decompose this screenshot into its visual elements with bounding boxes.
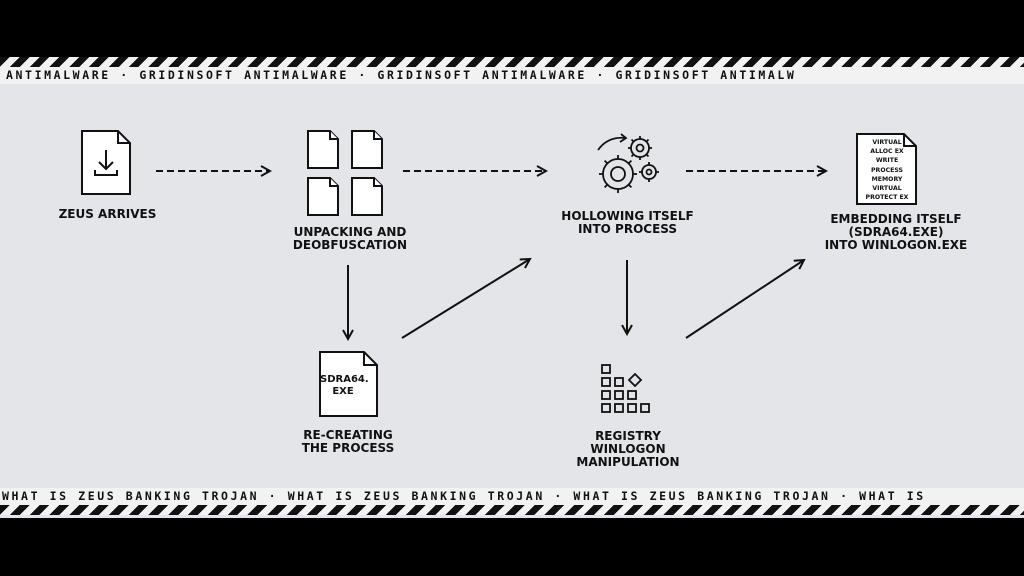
registry-blocks-icon	[601, 364, 650, 413]
step-embedding: EMBEDDING ITSELF (SDRA64.EXE) INTO WINLO…	[824, 212, 968, 252]
bottom-banner	[0, 488, 1024, 505]
step-unpacking: UNPACKING AND DEOBFUSCATION	[292, 225, 408, 252]
step-recreating: RE-CREATING THE PROCESS	[301, 428, 395, 455]
api-list-line: WRITE	[875, 157, 899, 165]
download-file-icon	[81, 130, 131, 195]
exe-file-label: SDRA64. EXE	[320, 374, 369, 397]
step-hollowing: HOLLOWING ITSELF INTO PROCESS	[561, 209, 694, 236]
arrow-recreating-to-hollowing	[401, 259, 530, 339]
bottom-hazard-stripe	[0, 505, 1024, 515]
top-banner-text: ANTIMALWARE · GRIDINSOFT ANTIMALWARE · G…	[6, 68, 797, 82]
api-list-line: VIRTUAL	[872, 185, 902, 193]
diagram-panel: ANTIMALWARE · GRIDINSOFT ANTIMALWARE · G…	[0, 57, 1024, 518]
exe-file-icon	[319, 351, 378, 417]
top-banner	[0, 67, 1024, 84]
api-list-line: VIRTUAL	[872, 139, 902, 146]
api-list: VIRTUAL ALLOC EX WRITE PROCESS MEMORY VI…	[859, 138, 915, 202]
api-list-line: ALLOC EX	[870, 148, 904, 156]
step-registry: REGISTRY WINLOGON MANIPULATION	[576, 429, 680, 469]
api-list-line: MEMORY	[871, 175, 903, 183]
top-hazard-stripe	[0, 57, 1024, 67]
api-list-file-icon	[856, 133, 917, 205]
step-zeus-arrives: ZEUS ARRIVES	[58, 207, 157, 221]
api-list-line: PROCESS	[871, 166, 903, 174]
api-list-line: PROTECT EX	[865, 194, 909, 202]
gears-icon	[597, 133, 659, 193]
bottom-banner-text: WHAT IS ZEUS BANKING TROJAN · WHAT IS ZE…	[2, 489, 926, 503]
documents-icon	[307, 130, 383, 216]
arrow-registry-to-embedding	[685, 260, 804, 339]
